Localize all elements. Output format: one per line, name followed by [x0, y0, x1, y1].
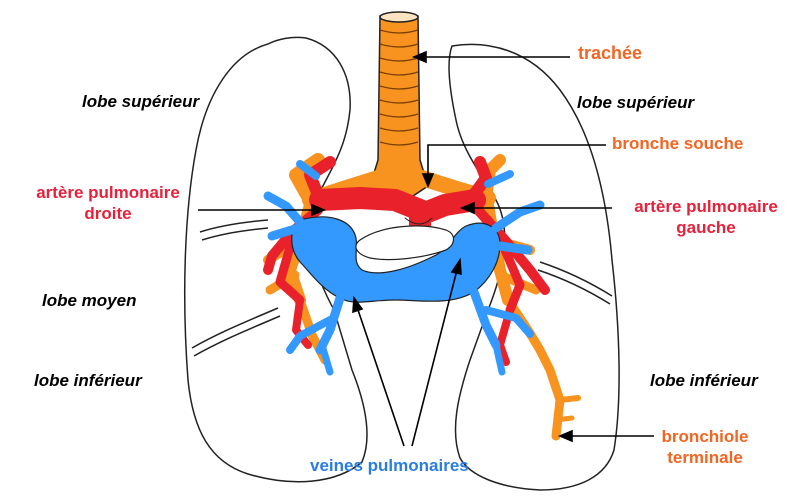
label-lobe-inferieur-left: lobe inférieur — [34, 370, 142, 391]
label-artere-droite-line1: artère pulmonaire — [20, 182, 196, 203]
label-lobe-moyen: lobe moyen — [42, 290, 136, 311]
label-artere-droite-line2: droite — [20, 203, 196, 224]
right-fissure-lower — [192, 308, 278, 348]
right-fissure-upper-2 — [202, 228, 268, 240]
right-fissure-upper — [200, 220, 268, 232]
label-bronchiole-line1: bronchiole — [650, 426, 760, 447]
pointer-bronchiole — [560, 431, 654, 441]
right-fissure-lower-2 — [194, 316, 280, 356]
label-bronchiole-line2: terminale — [650, 447, 760, 468]
label-artere-gauche: artère pulmonaire gauche — [616, 196, 796, 238]
label-artere-gauche-line1: artère pulmonaire — [616, 196, 796, 217]
label-artere-gauche-line2: gauche — [616, 217, 796, 238]
label-lobe-superieur-left: lobe supérieur — [82, 91, 199, 112]
pointer-veines-left — [353, 298, 404, 446]
label-bronchiole-terminale: bronchiole terminale — [650, 426, 760, 468]
label-lobe-inferieur-right: lobe inférieur — [650, 370, 758, 391]
label-artere-droite: artère pulmonaire droite — [20, 182, 196, 224]
label-trachee: trachée — [578, 43, 642, 64]
pointer-trachee — [414, 52, 570, 62]
label-lobe-superieur-right: lobe supérieur — [577, 92, 694, 113]
left-fissure — [540, 262, 612, 296]
label-bronche-souche: bronche souche — [612, 133, 743, 154]
label-veines-pulmonaires: veines pulmonaires — [310, 455, 469, 476]
